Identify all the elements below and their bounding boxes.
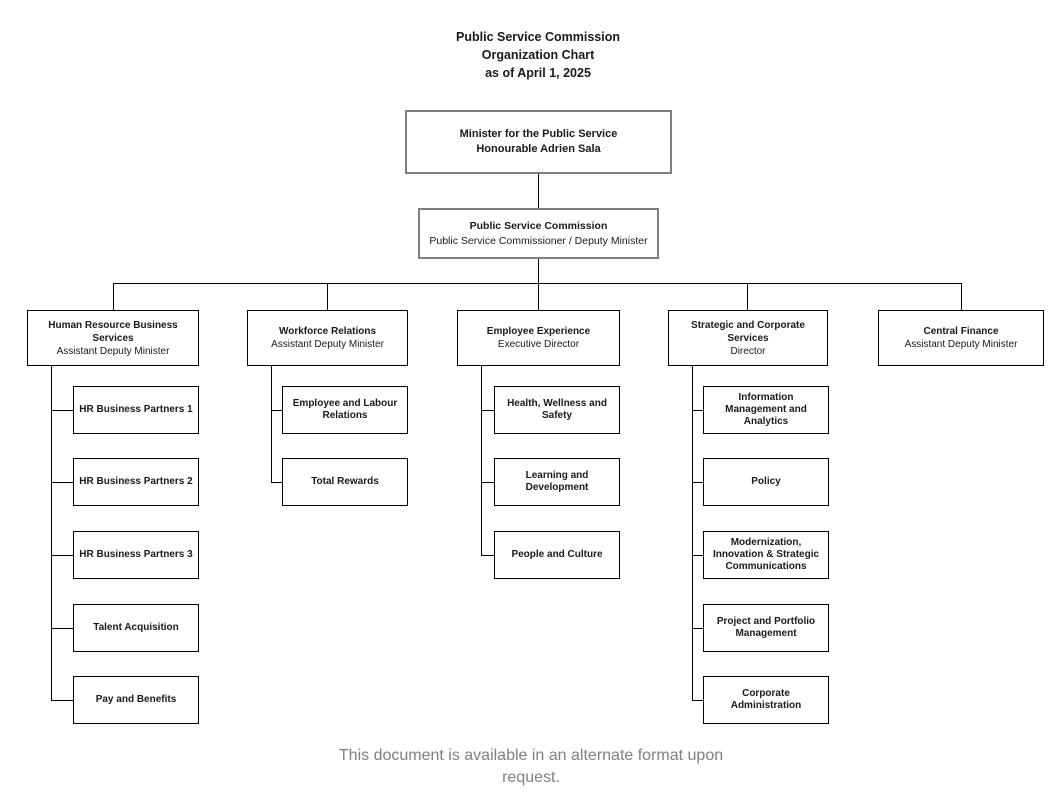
chart-title-line-3: as of April 1, 2025 — [485, 66, 591, 80]
connector-stub — [692, 700, 703, 701]
connector-stub — [692, 628, 703, 629]
child-label: Learning and Development — [525, 470, 589, 493]
connector-stub — [692, 410, 703, 411]
connector-stub — [51, 482, 73, 483]
child-label: People and Culture — [511, 549, 603, 560]
connector-commission-bus — [538, 259, 539, 283]
branch-workforce-relations: Workforce Relations Assistant Deputy Min… — [247, 310, 408, 366]
child-label: Health, Wellness and Safety — [507, 398, 607, 421]
connector-drop-strategic-corporate — [747, 283, 748, 310]
child-label: Information Management and Analytics — [725, 392, 807, 427]
connector-branch-bus — [113, 283, 961, 284]
connector-drop-central-finance — [961, 283, 962, 310]
child-label: HR Business Partners 2 — [79, 476, 193, 487]
minister-name: Honourable Adrien Sala — [476, 143, 601, 155]
node-talent-acquisition: Talent Acquisition — [73, 604, 199, 652]
node-information-management-and-analytics: Information Management and Analytics — [703, 386, 829, 434]
branch-title: Employee Experience — [486, 326, 591, 337]
chart-title: Public Service Commission Organization C… — [288, 28, 788, 82]
connector-stub — [271, 482, 282, 483]
branch-subtitle: Director — [730, 345, 766, 357]
branch-title: Strategic and Corporate Services — [691, 319, 805, 344]
child-label: Project and Portfolio Management — [716, 616, 816, 639]
connector-stub — [481, 482, 494, 483]
commission-subtitle: Public Service Commissioner / Deputy Min… — [429, 234, 648, 247]
child-label: Pay and Benefits — [95, 694, 177, 705]
node-total-rewards: Total Rewards — [282, 458, 408, 506]
node-employee-and-labour-relations: Employee and Labour Relations — [282, 386, 408, 434]
connector-child-bus-employee-experience — [481, 366, 482, 555]
connector-drop-workforce-relations — [327, 283, 328, 310]
connector-stub — [51, 700, 73, 701]
child-label: Total Rewards — [311, 476, 379, 487]
connector-stub — [481, 410, 494, 411]
node-hr-business-partners-1: HR Business Partners 1 — [73, 386, 199, 434]
connector-drop-employee-experience — [538, 283, 539, 310]
child-label: Modernization, Innovation & Strategic Co… — [712, 537, 820, 572]
connector-stub — [692, 555, 703, 556]
commission-title: Public Service Commission — [469, 219, 608, 232]
branch-subtitle: Assistant Deputy Minister — [904, 339, 1018, 350]
branch-title: Central Finance — [923, 326, 999, 337]
connector-stub — [51, 628, 73, 629]
child-label: Corporate Administration — [730, 688, 802, 711]
minister-title: Minister for the Public Service — [459, 128, 618, 140]
chart-title-line-2: Organization Chart — [481, 48, 595, 62]
chart-title-line-1: Public Service Commission — [456, 30, 620, 44]
node-project-and-portfolio-management: Project and Portfolio Management — [703, 604, 829, 652]
child-label: Policy — [751, 476, 781, 487]
connector-minister-commission — [538, 174, 539, 208]
branch-strategic-corporate-services: Strategic and Corporate Services Directo… — [668, 310, 828, 366]
org-node-minister: Minister for the Public Service Honourab… — [405, 110, 672, 174]
org-node-commission: Public Service Commission Public Service… — [418, 208, 659, 259]
node-hr-business-partners-3: HR Business Partners 3 — [73, 531, 199, 579]
branch-hr-business-services: Human Resource Business Services Assista… — [27, 310, 199, 366]
node-modernization-innovation-strategic-communications: Modernization, Innovation & Strategic Co… — [703, 531, 829, 579]
node-corporate-administration: Corporate Administration — [703, 676, 829, 724]
connector-stub — [51, 410, 73, 411]
node-pay-and-benefits: Pay and Benefits — [73, 676, 199, 724]
connector-drop-hr-business-services — [113, 283, 114, 310]
branch-central-finance: Central Finance Assistant Deputy Ministe… — [878, 310, 1044, 366]
node-people-and-culture: People and Culture — [494, 531, 620, 579]
child-label: Employee and Labour Relations — [292, 398, 398, 421]
branch-subtitle: Assistant Deputy Minister — [56, 345, 170, 357]
connector-child-bus-strategic — [692, 366, 693, 700]
connector-child-bus-hr — [51, 366, 52, 700]
branch-title: Workforce Relations — [278, 326, 377, 337]
node-learning-and-development: Learning and Development — [494, 458, 620, 506]
branch-employee-experience: Employee Experience Executive Director — [457, 310, 620, 366]
connector-stub — [51, 555, 73, 556]
connector-stub — [692, 482, 703, 483]
node-policy: Policy — [703, 458, 829, 506]
node-health-wellness-and-safety: Health, Wellness and Safety — [494, 386, 620, 434]
child-label: Talent Acquisition — [93, 622, 179, 633]
connector-child-bus-workforce — [271, 366, 272, 482]
branch-subtitle: Assistant Deputy Minister — [271, 339, 384, 350]
branch-subtitle: Executive Director — [497, 339, 580, 350]
alternate-format-notice: This document is available in an alterna… — [338, 747, 724, 786]
connector-stub — [271, 410, 282, 411]
child-label: HR Business Partners 1 — [79, 404, 193, 415]
branch-title: Human Resource Business Services — [48, 319, 178, 344]
child-label: HR Business Partners 3 — [79, 549, 193, 560]
node-hr-business-partners-2: HR Business Partners 2 — [73, 458, 199, 506]
connector-stub — [481, 555, 494, 556]
